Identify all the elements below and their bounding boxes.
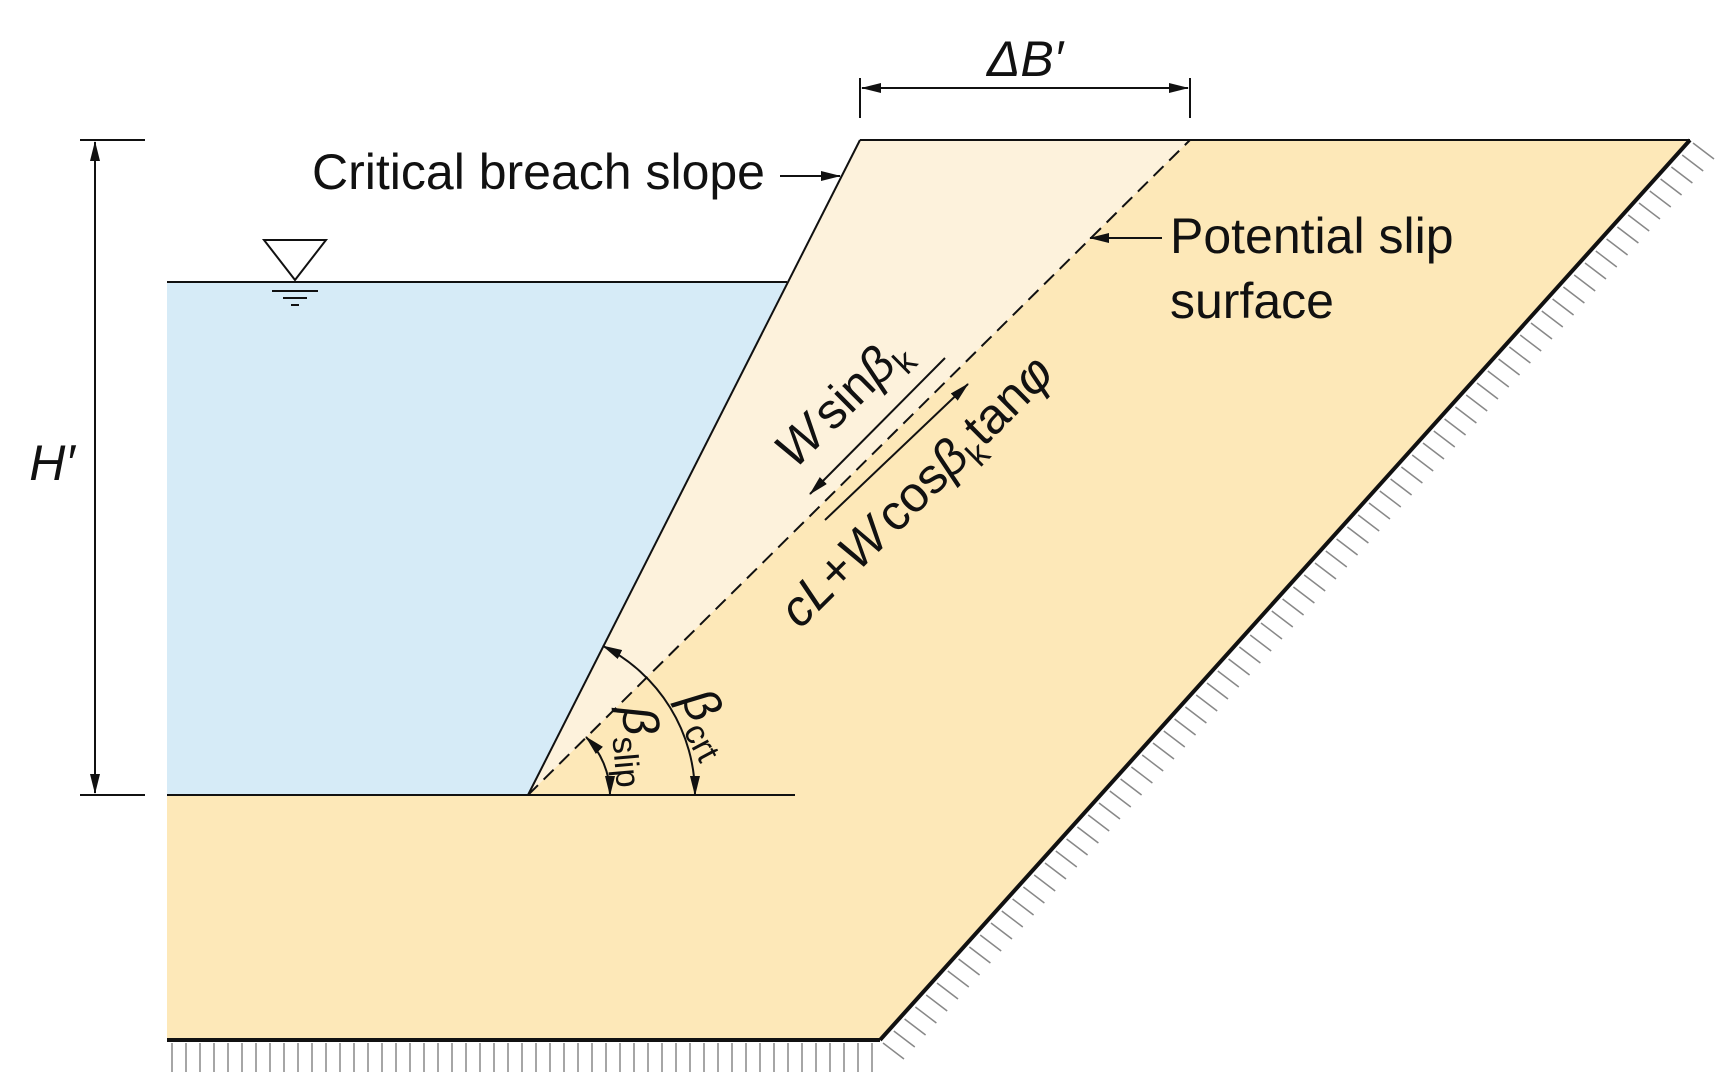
critical-breach-slope-label: Critical breach slope (312, 144, 765, 200)
force-arrows (809, 357, 969, 521)
water-level-icon (261, 239, 329, 306)
delta-b-label: ΔB′ (986, 31, 1065, 87)
breach-slope-line (527, 139, 861, 796)
ground-hatching (171, 142, 1715, 1072)
water-body (167, 282, 787, 795)
downstream-slope-line (878, 138, 1692, 1042)
height-dimension (80, 139, 145, 796)
beta-slip-arc (585, 736, 616, 796)
resisting-force-label: cL+Wcosβktanφ (768, 344, 1070, 644)
beta-slip-label: βslip (602, 702, 674, 789)
embankment-soil (167, 140, 1690, 1040)
beta-crt-arc (602, 645, 700, 796)
potential-slip-label-line1: Potential slip (1170, 208, 1454, 264)
delta-b-dimension (859, 78, 1191, 118)
height-label: H′ (29, 435, 76, 491)
potential-slip-label-line2: surface (1170, 273, 1334, 329)
